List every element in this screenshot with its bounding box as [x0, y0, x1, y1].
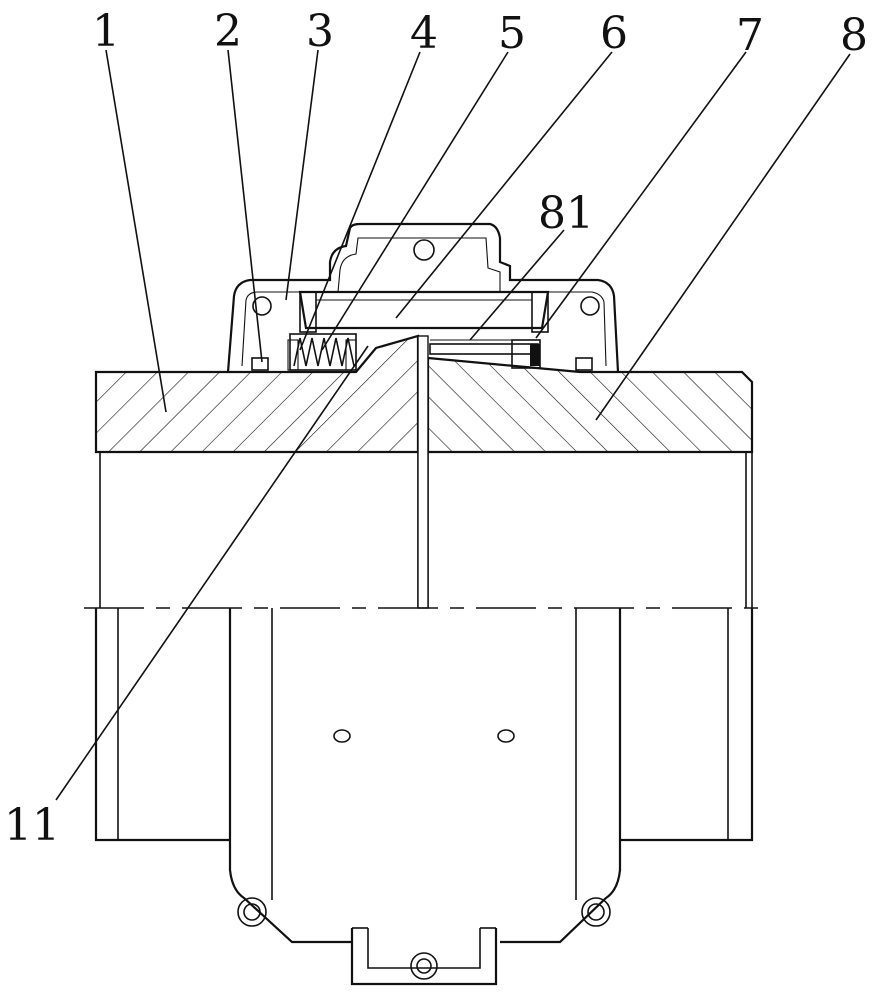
leader-4 [300, 52, 420, 350]
label-3: 3 [306, 6, 334, 57]
center-gap [418, 336, 428, 608]
hub-left-exterior [96, 608, 230, 840]
hole-left [334, 730, 350, 742]
bolt-hole-top [414, 240, 434, 260]
label-11: 11 [4, 800, 60, 851]
hub-right-section [428, 358, 752, 608]
hub-right-exterior [620, 608, 752, 840]
bolt-hole-right [581, 297, 599, 315]
bolt-lower-left [238, 898, 266, 926]
label-7: 7 [736, 10, 764, 61]
spring-pack [288, 334, 356, 370]
housing-exterior [230, 608, 620, 942]
seal-ring-right [576, 358, 592, 370]
label-5: 5 [498, 8, 526, 59]
label-8: 8 [840, 10, 868, 61]
leader-81 [470, 230, 564, 340]
bolt-lower-right [582, 898, 610, 926]
label-1: 1 [92, 6, 120, 57]
bottom-bracket [352, 928, 496, 984]
leader-8 [596, 54, 850, 420]
hole-right [498, 730, 514, 742]
hub-left-section [96, 336, 418, 608]
label-2: 2 [214, 6, 242, 57]
leader-5 [322, 52, 508, 350]
label-6: 6 [600, 8, 628, 59]
leader-1 [106, 50, 166, 412]
label-4: 4 [410, 8, 438, 59]
seal-ring-left [252, 358, 268, 370]
label-81: 81 [538, 188, 594, 239]
leader-3 [286, 50, 318, 300]
